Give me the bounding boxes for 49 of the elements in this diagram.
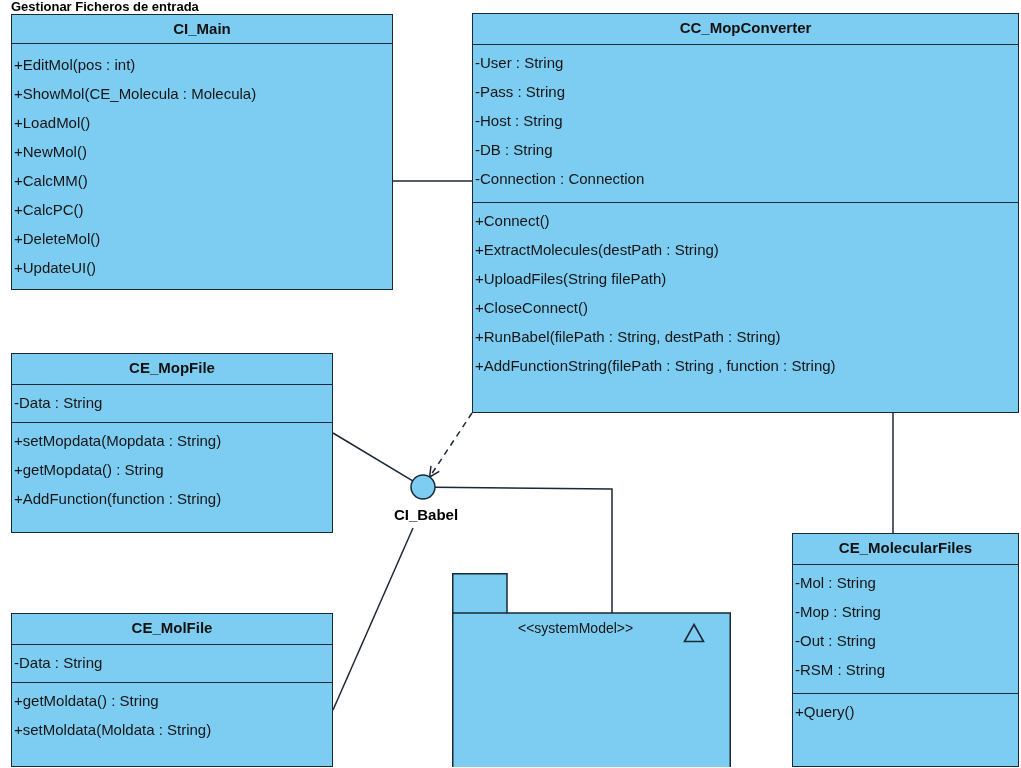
method-text: +Connect() (474, 211, 551, 231)
dependency-arrow (428, 412, 473, 478)
association-line (392, 180, 473, 182)
diagram-title: Gestionar Ficheros de entrada (11, 0, 199, 13)
attribute-text: -RSM : String (794, 660, 886, 680)
class-box (11, 353, 333, 533)
attribute-text: -DB : String (474, 140, 554, 160)
method-text: +CalcMM() (13, 171, 89, 191)
interface-name: CI_Babel (393, 506, 459, 524)
method-text: +getMoldata() : String (13, 691, 160, 711)
attribute-text: -Mol : String (794, 573, 877, 593)
class-name: CI_Main (172, 19, 232, 39)
attribute-text: -Mop : String (794, 602, 882, 622)
method-text: +CalcPC() (13, 200, 85, 220)
association-line (892, 412, 894, 534)
attribute-text: -Host : String (474, 111, 564, 131)
class-box (11, 613, 333, 767)
method-text: +RunBabel(filePath : String, destPath : String) (474, 327, 782, 347)
method-text: +UploadFiles(String filePath) (474, 269, 668, 289)
method-text: +UpdateUI() (13, 258, 98, 278)
method-text: +CloseConnect() (474, 298, 589, 318)
class-name: CE_MolFile (130, 618, 214, 638)
method-text: +NewMol() (13, 142, 88, 162)
attribute-text: -Data : String (13, 393, 104, 413)
method-text: +ShowMol(CE_Molecula : Molecula) (13, 84, 258, 104)
method-text: +ExtractMolecules(destPath : String) (474, 240, 720, 260)
method-text: +LoadMol() (13, 113, 92, 133)
method-text: +AddFunction(function : String) (13, 489, 223, 509)
class-box (11, 14, 393, 290)
attribute-text: -Out : String (794, 631, 877, 651)
method-text: +Query() (794, 702, 856, 722)
class-box (792, 533, 1019, 767)
attribute-text: -User : String (474, 53, 565, 73)
stereotype-label: <<systemModel>> (518, 619, 634, 637)
class-box (472, 13, 1019, 413)
class-name: CE_MolecularFiles (837, 538, 974, 558)
method-text: +EditMol(pos : int) (13, 55, 137, 75)
association-line (332, 432, 414, 482)
attribute-text: -Connection : Connection (474, 169, 646, 189)
method-text: +setMopdata(Mopdata : String) (13, 431, 223, 451)
method-text: +AddFunctionString(filePath : String , function : String) (474, 356, 837, 376)
association-line (332, 527, 414, 711)
attribute-text: -Pass : String (474, 82, 567, 102)
class-name: CE_MopFile (128, 358, 216, 378)
method-text: +DeleteMol() (13, 229, 102, 249)
class-name: CC_MopConverter (678, 18, 813, 38)
attribute-text: -Data : String (13, 653, 104, 673)
method-text: +setMoldata(Moldata : String) (13, 720, 213, 740)
method-text: +getMopdata() : String (13, 460, 165, 480)
